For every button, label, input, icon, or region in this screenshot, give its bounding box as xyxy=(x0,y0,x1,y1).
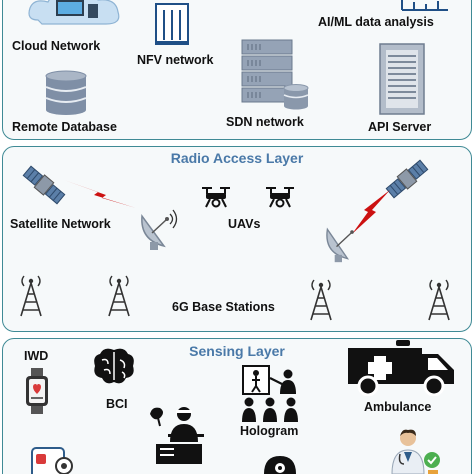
sdn-server-icon xyxy=(240,38,312,110)
device-partial-icon xyxy=(262,452,298,474)
sensing-layer-title: Sensing Layer xyxy=(189,343,285,359)
cloud-network-icon xyxy=(26,0,122,32)
api-server-icon xyxy=(378,42,426,116)
hologram-label: Hologram xyxy=(240,424,299,438)
satellite-right-icon xyxy=(384,156,430,202)
brain-icon xyxy=(92,346,136,388)
sdn-network-label: SDN network xyxy=(226,115,304,129)
uav-2-icon xyxy=(264,185,296,211)
ai-ml-chart-icon xyxy=(400,0,450,12)
nfv-network-label: NFV network xyxy=(137,53,214,67)
base-station-1-icon xyxy=(16,272,46,318)
base-station-2-icon xyxy=(104,272,134,318)
mobile-device-icon xyxy=(30,446,78,474)
doctor-icon xyxy=(388,428,446,474)
base-stations-label: 6G Base Stations xyxy=(172,300,275,314)
cloud-network-label: Cloud Network xyxy=(12,39,101,53)
database-icon xyxy=(42,70,90,116)
base-station-4-icon xyxy=(424,276,454,322)
radio-access-title: Radio Access Layer xyxy=(170,150,304,166)
uavs-label: UAVs xyxy=(228,217,261,231)
ai-ml-label: AI/ML data analysis xyxy=(318,15,434,29)
uav-1-icon xyxy=(200,185,232,211)
api-server-label: API Server xyxy=(368,120,432,134)
ambulance-icon xyxy=(346,340,458,396)
bci-label: BCI xyxy=(106,397,128,411)
remote-database-label: Remote Database xyxy=(12,120,117,134)
nfv-building-icon xyxy=(154,2,190,46)
satellite-left-icon xyxy=(22,162,66,208)
dish-left-icon xyxy=(134,206,186,252)
base-station-3-icon xyxy=(306,276,336,322)
radio-access-panel: Radio Access Layer xyxy=(2,146,472,332)
dish-right-icon xyxy=(318,222,366,264)
smartwatch-icon xyxy=(24,368,50,414)
iwd-label: IWD xyxy=(24,349,49,363)
hologram-presentation-icon xyxy=(240,364,302,424)
satellite-network-label: Satellite Network xyxy=(10,217,111,231)
lightning-left-icon xyxy=(62,178,138,210)
remote-surgery-icon xyxy=(146,404,212,466)
lightning-right-icon xyxy=(350,188,392,236)
ambulance-label: Ambulance xyxy=(364,400,432,414)
